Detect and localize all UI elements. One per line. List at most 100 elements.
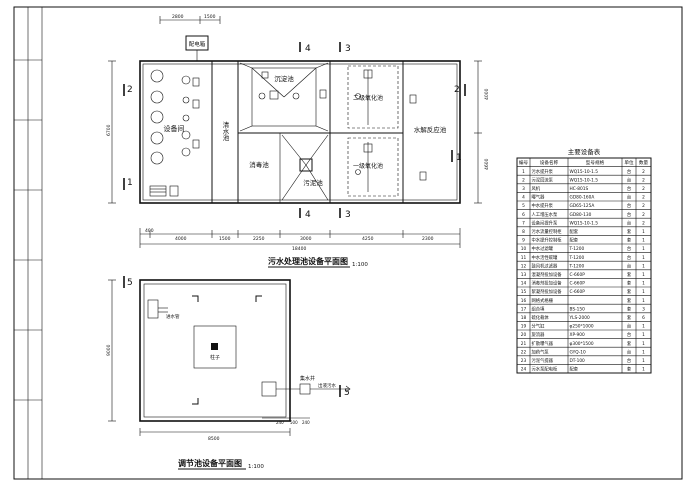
table-cell: 1 [642,229,645,235]
table-cell: 台 [627,348,631,355]
table-cell: 17 [521,306,527,312]
plan2-dim-b: 500 [290,420,298,425]
plan2-dim-c: 240 [302,420,310,425]
dim-right-2: 4600 [484,158,490,170]
dim-b-5: 3000 [300,236,312,242]
table-cell: 1 [642,367,645,373]
table-cell: 2 [642,203,645,209]
table-cell: 中水活性碳罐 [532,254,558,261]
table-cell: 台 [627,323,631,330]
table-cell: C-660P [570,281,586,287]
table-header-cell: 型号规格 [586,159,605,166]
table-cell: 污水泵配电柜 [532,366,558,373]
column-label: 柱子 [210,354,220,361]
dim-b-2: 4000 [175,236,187,242]
room-disinfection: 消毒池 [249,160,269,169]
table-cell: GD80-160A [570,195,595,201]
plan1-inner-wall [142,63,458,201]
table-cell: 2 [642,186,645,192]
table-cell: GD65-125A [570,203,595,209]
plan2-dim-a: 240 [276,420,284,425]
sedimentation-hopper [239,62,329,132]
plan2-title: 调节池设备平面图 [178,458,242,468]
table-cell: 污水流量控制柜 [532,228,563,235]
room-equipment: 设备间 [164,124,185,133]
table-header-cell: 编号 [519,159,529,166]
table-cell: 2 [642,212,645,218]
table-cell: 中水提升泵 [532,202,554,209]
table-header-cell: 设备名称 [540,159,559,166]
table-cell: 1 [642,349,645,355]
table-cell: 套 [627,280,632,287]
table-cell: 套 [627,237,632,244]
section-3-top: 3 [345,44,351,54]
table-cell: 台 [627,185,631,192]
dim-top-2: 1500 [204,14,216,20]
table-cell: 6 [642,315,645,321]
plan1-scale: 1:100 [352,262,368,268]
dim-b-4: 2250 [253,236,265,242]
table-cell: 配套 [570,366,579,373]
table-header-cell: 单位 [624,159,634,166]
table-cell: 污水提升泵 [532,168,554,175]
section-3-bottom: 3 [345,210,351,220]
plan1-drawing: 配电箱 设备间 清水池 消毒池 污泥池 沉淀池 二级氧化池 [106,14,490,268]
table-cell: 22 [521,349,527,355]
table-cell: 分气缸 [532,323,546,330]
table-cell: 6 [522,212,525,218]
dim-b-3: 1500 [219,236,231,242]
table-cell: 旋流器 [532,331,546,338]
table-cell: 配套 [570,228,579,235]
section-5-right: 5 [344,388,350,398]
sludge-hopper [281,134,329,201]
table-cell: 2 [522,177,525,183]
table-cell: 1 [642,289,645,295]
room-secondary-oxidation: 二级氧化池 [353,94,383,102]
table-cell: 24 [521,367,527,373]
table-cell: 中水过滤罐 [532,245,554,252]
table-cell: 人工增压水泵 [532,211,558,218]
table-cell: 3 [522,186,525,192]
table-cell: 套 [627,340,632,347]
room-hydrolysis: 水解反应池 [414,125,447,134]
table-cell: 11 [521,255,527,261]
table-cell: 14 [521,281,527,287]
dim-b-1: 400 [145,228,154,234]
section-markers: 1 1 2 2 3 3 4 4 [123,42,466,220]
section-1-right: 1 [456,153,462,163]
plan2-drawing: 柱子 进水管 集水井 出液污水 5 5 [106,276,351,470]
dim-right-1: 4000 [484,88,490,100]
table-cell: 20 [521,332,527,338]
dim-left: 6700 [106,124,112,136]
table-cell: 1 [642,341,645,347]
control-box-label: 配电箱 [189,40,206,48]
table-cell: 套 [627,228,632,235]
table-cell: 混凝剂投加设备 [532,271,563,278]
table-cell: 1 [642,272,645,278]
table-cell: 3 [642,306,645,312]
equipment-room-pumps [149,69,200,197]
table-cell: WQ15-10-1.5 [570,220,599,226]
plan2-inner-wall [143,283,287,418]
room-sedimentation: 沉淀池 [274,74,294,83]
table-cell: GYQ-10 [570,349,587,355]
table-cell: 1 [642,255,645,261]
table-cell: 19 [521,324,527,330]
plan2-pipes [147,299,351,397]
table-cell: 10 [521,246,527,252]
section-4-bottom: 4 [305,210,311,220]
table-cell: 消毒剂投加设备 [532,280,563,287]
table-cell: φ250*1000 [570,324,594,330]
section-2-left: 2 [127,85,133,95]
table-cell: 1 [642,263,645,269]
outlet-label: 出液污水 [318,382,336,389]
table-cell: C-660P [570,272,586,278]
section-1-left: 1 [127,178,133,188]
table-title: 主要设备表 [568,147,601,156]
table-cell: 2 [642,195,645,201]
table-cell: 套 [627,288,632,295]
table-cell: YLS-2000 [569,315,590,321]
table-cell: 设备间提升泵 [532,219,558,226]
table-cell: WQ15-10-1.5 [570,169,599,175]
table-cell: DT-100 [570,358,586,364]
